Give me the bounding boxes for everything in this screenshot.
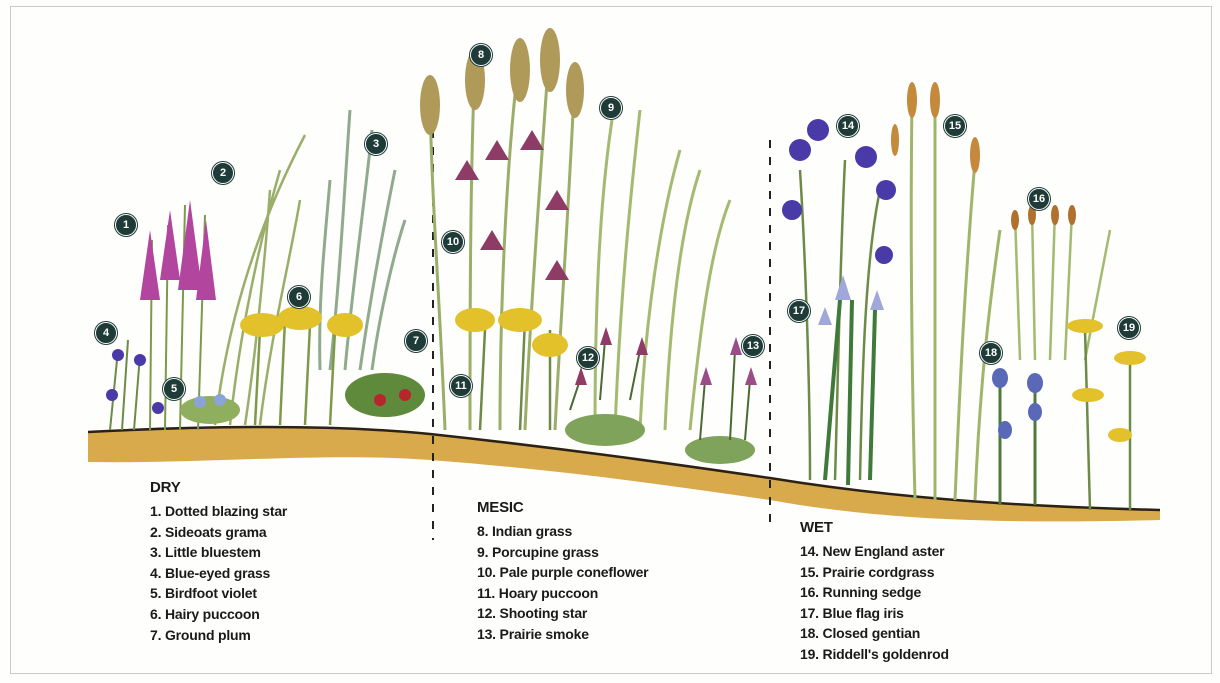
plant-closed-gentian [992, 368, 1043, 505]
badge-14: 14 [837, 115, 859, 137]
badge-7: 7 [405, 330, 427, 352]
badge-13: 13 [742, 335, 764, 357]
plant-running-sedge [1011, 205, 1110, 360]
badge-5: 5 [163, 378, 185, 400]
badge-17: 17 [788, 300, 810, 322]
legend-item: 4. Blue-eyed grass [150, 563, 287, 584]
legend-item: 19. Riddell's goldenrod [800, 644, 949, 665]
legend-item: 6. Hairy puccoon [150, 604, 287, 625]
plant-blue-flag-iris [818, 275, 884, 485]
legend-item: 15. Prairie cordgrass [800, 562, 949, 583]
legend-mesic: MESIC 8. Indian grass 9. Porcupine grass… [477, 498, 648, 645]
legend-item: 1. Dotted blazing star [150, 501, 287, 522]
legend-item: 9. Porcupine grass [477, 542, 648, 563]
plant-prairie-cordgrass [891, 82, 1000, 500]
plant-ground-plum [345, 373, 425, 417]
legend-dry: DRY 1. Dotted blazing star 2. Sideoats g… [150, 478, 287, 645]
legend-item: 14. New England aster [800, 541, 949, 562]
badge-10: 10 [442, 231, 464, 253]
plant-blue-eyed-grass [106, 340, 164, 430]
badge-18: 18 [980, 342, 1002, 364]
badge-9: 9 [600, 97, 622, 119]
legend-item: 2. Sideoats grama [150, 522, 287, 543]
legend-item: 17. Blue flag iris [800, 603, 949, 624]
legend-item: 8. Indian grass [477, 521, 648, 542]
legend-item: 7. Ground plum [150, 625, 287, 646]
legend-item: 5. Birdfoot violet [150, 583, 287, 604]
plant-indian-grass [420, 28, 584, 430]
legend-mesic-heading: MESIC [477, 498, 648, 518]
plant-birdfoot-violet [180, 394, 240, 424]
badge-6: 6 [288, 286, 310, 308]
legend-item: 11. Hoary puccoon [477, 583, 648, 604]
legend-wet: WET 14. New England aster 15. Prairie co… [800, 518, 949, 665]
badge-1: 1 [115, 214, 137, 236]
badge-19: 19 [1118, 317, 1140, 339]
badge-11: 11 [450, 375, 472, 397]
legend-item: 13. Prairie smoke [477, 624, 648, 645]
plant-hoary-puccoon [455, 308, 568, 430]
badge-2: 2 [212, 162, 234, 184]
badge-12: 12 [577, 347, 599, 369]
badge-16: 16 [1028, 188, 1050, 210]
legend-item: 3. Little bluestem [150, 542, 287, 563]
legend-item: 12. Shooting star [477, 603, 648, 624]
legend-dry-heading: DRY [150, 478, 287, 498]
plant-prairie-smoke [685, 337, 757, 464]
legend-wet-heading: WET [800, 518, 949, 538]
badge-3: 3 [365, 133, 387, 155]
badge-15: 15 [944, 115, 966, 137]
legend-item: 18. Closed gentian [800, 623, 949, 644]
badge-8: 8 [470, 44, 492, 66]
plant-shooting-star [565, 327, 648, 446]
badge-4: 4 [95, 322, 117, 344]
plant-riddells-goldenrod [1067, 319, 1146, 510]
legend-item: 16. Running sedge [800, 582, 949, 603]
legend-item: 10. Pale purple coneflower [477, 562, 648, 583]
